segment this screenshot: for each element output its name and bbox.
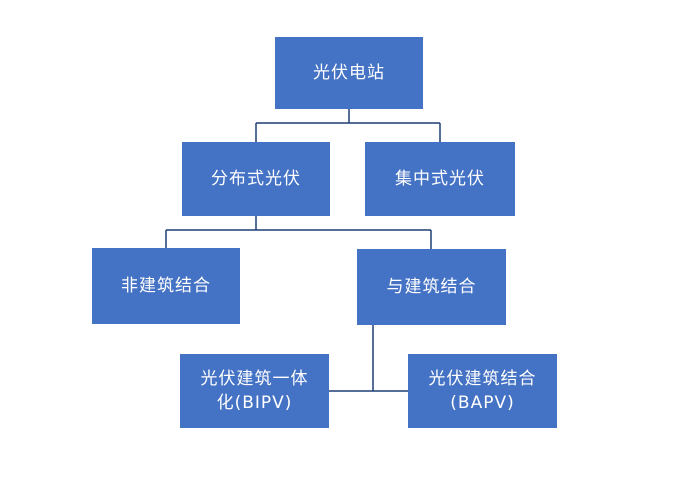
node-non-building-integrated: 非建筑结合 [92, 248, 240, 324]
node-distributed-pv: 分布式光伏 [182, 142, 330, 216]
node-building-combined: 与建筑结合 [357, 249, 506, 325]
node-bapv: 光伏建筑结合 (BAPV) [408, 354, 557, 428]
node-centralized-pv: 集中式光伏 [365, 142, 515, 216]
node-label-bapv: 光伏建筑结合 (BAPV) [428, 369, 537, 413]
node-label-non-building: 非建筑结合 [121, 276, 211, 296]
node-label-root: 光伏电站 [313, 63, 385, 83]
node-label-with-building: 与建筑结合 [386, 277, 477, 297]
node-photovoltaic-power-station: 光伏电站 [275, 37, 423, 109]
node-bipv: 光伏建筑一体 化(BIPV) [180, 354, 329, 428]
node-label-bipv: 光伏建筑一体 化(BIPV) [200, 369, 309, 413]
node-label-centralized: 集中式光伏 [395, 169, 485, 189]
node-label-distributed: 分布式光伏 [211, 169, 301, 189]
